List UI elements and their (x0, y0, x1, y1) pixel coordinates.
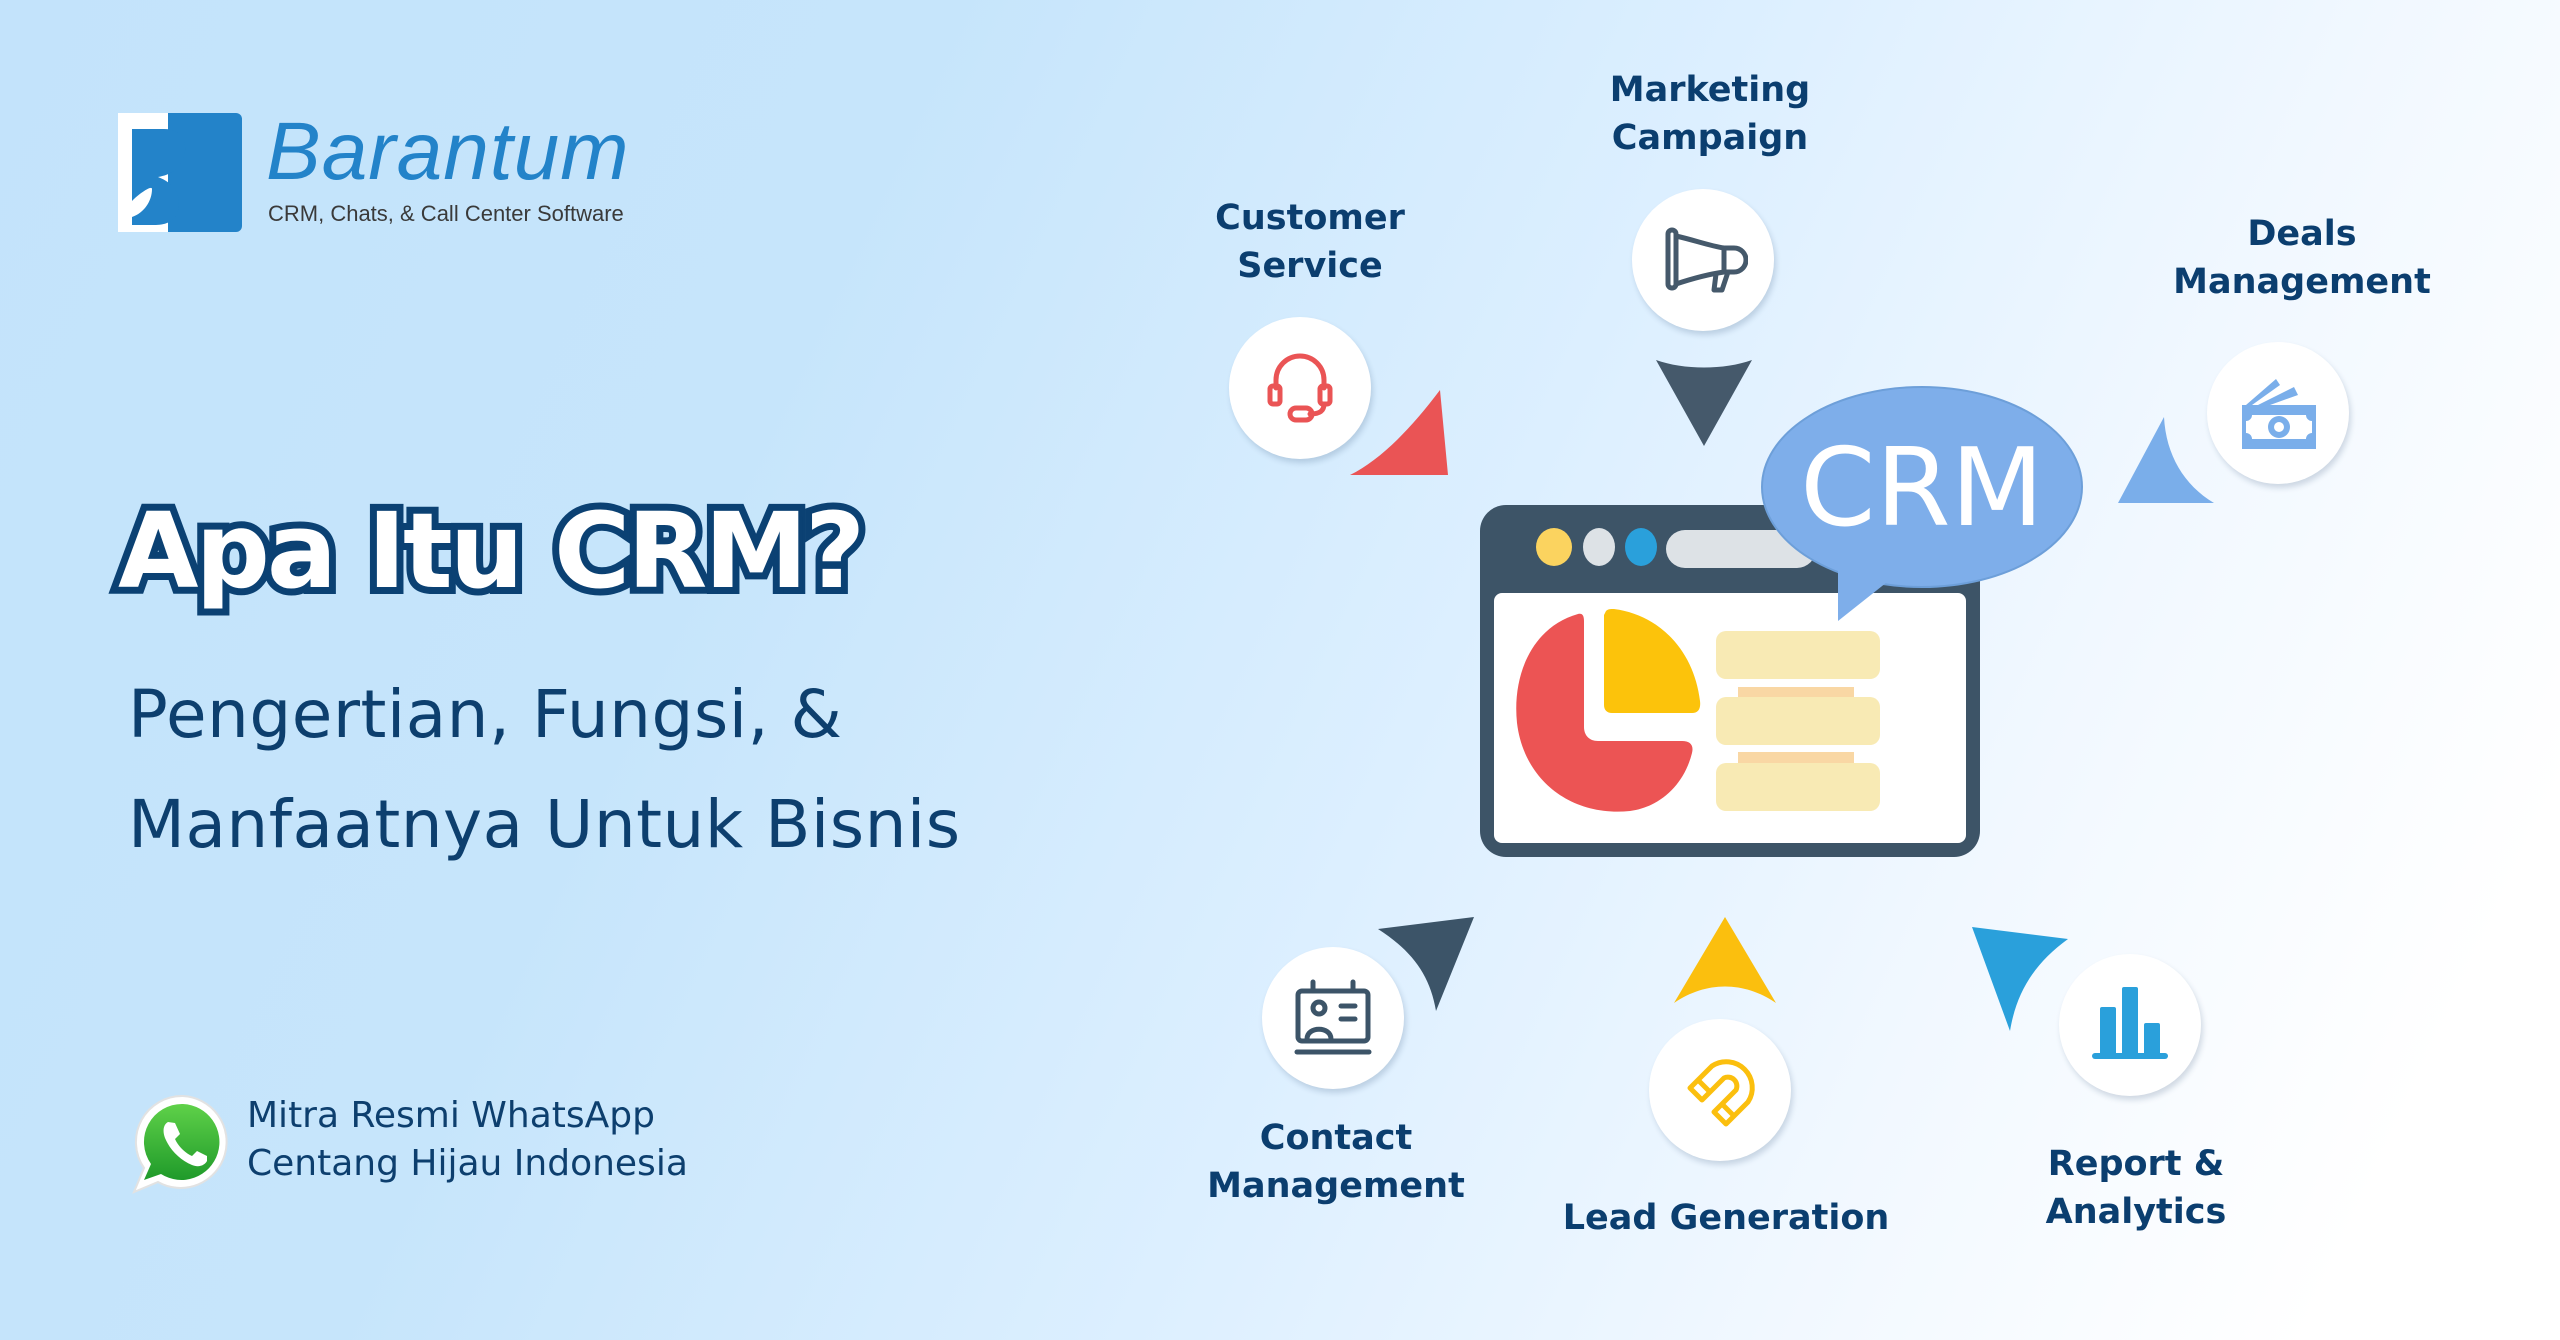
arrow-yellow-up-icon (1674, 917, 1776, 1003)
feature-contact-management[interactable] (1262, 947, 1404, 1089)
subtitle-line-1: Pengertian, Fungsi, & (128, 676, 843, 753)
arrow-sky-blue-icon (1972, 927, 2068, 1031)
feature-label-line: Campaign (1611, 118, 1809, 158)
page-title: Apa Itu CRM? (111, 483, 872, 619)
feature-label-report-analytics: Report & Analytics (2046, 1140, 2227, 1236)
arrow-red-icon (1350, 390, 1448, 475)
feature-report-analytics[interactable] (2059, 954, 2201, 1096)
feature-label-lead-generation: Lead Generation (1563, 1194, 1890, 1242)
arrow-dark-icon (1378, 917, 1474, 1011)
feature-lead-generation[interactable] (1649, 1019, 1791, 1161)
headset-icon (1267, 353, 1333, 423)
barantum-logo-icon (118, 113, 242, 232)
bar-chart-icon (2092, 987, 2168, 1059)
feature-label-line: Service (1237, 246, 1383, 286)
feature-label-line: Management (2173, 262, 2431, 302)
megaphone-icon (1665, 227, 1748, 293)
crm-bubble-label: CRM (1800, 426, 2044, 551)
whatsapp-partner-line-1: Mitra Resmi WhatsApp (247, 1095, 655, 1136)
feature-label-line: Contact (1259, 1118, 1413, 1158)
feature-customer-service[interactable] (1229, 317, 1371, 459)
feature-label-line: Lead Generation (1562, 1198, 1890, 1238)
feature-label-contact-management: Contact Management (1207, 1114, 1465, 1210)
whatsapp-partner-line-2: Centang Hijau Indonesia (247, 1143, 688, 1184)
feature-marketing-campaign[interactable] (1632, 189, 1774, 331)
brand-name: Barantum (266, 106, 630, 197)
magnet-icon (1687, 1059, 1755, 1127)
feature-label-customer-service: Customer Service (1215, 194, 1405, 290)
feature-label-deals-management: Deals Management (2173, 210, 2431, 306)
feature-label-line: Customer (1215, 198, 1405, 238)
whatsapp-icon (132, 1094, 228, 1194)
subtitle-line-2: Manfaatnya Untuk Bisnis (128, 786, 961, 863)
arrow-blue-icon (2118, 417, 2214, 503)
contact-card-icon (1294, 979, 1372, 1055)
money-icon (2242, 379, 2316, 449)
feature-deals-management[interactable] (2207, 342, 2349, 484)
feature-label-line: Analytics (2045, 1192, 2227, 1232)
feature-label-line: Deals (2247, 214, 2357, 254)
feature-label-line: Marketing (1609, 70, 1811, 110)
feature-label-line: Report & (2047, 1144, 2225, 1184)
feature-label-line: Management (1207, 1166, 1465, 1206)
feature-label-marketing-campaign: Marketing Campaign (1610, 66, 1810, 162)
arrow-dark-down-icon (1656, 360, 1752, 446)
crm-speech-bubble: CRM (1761, 386, 2083, 621)
brand-logo: Barantum CRM, Chats, & Call Center Softw… (118, 106, 648, 235)
brand-tagline: CRM, Chats, & Call Center Software (268, 201, 624, 226)
